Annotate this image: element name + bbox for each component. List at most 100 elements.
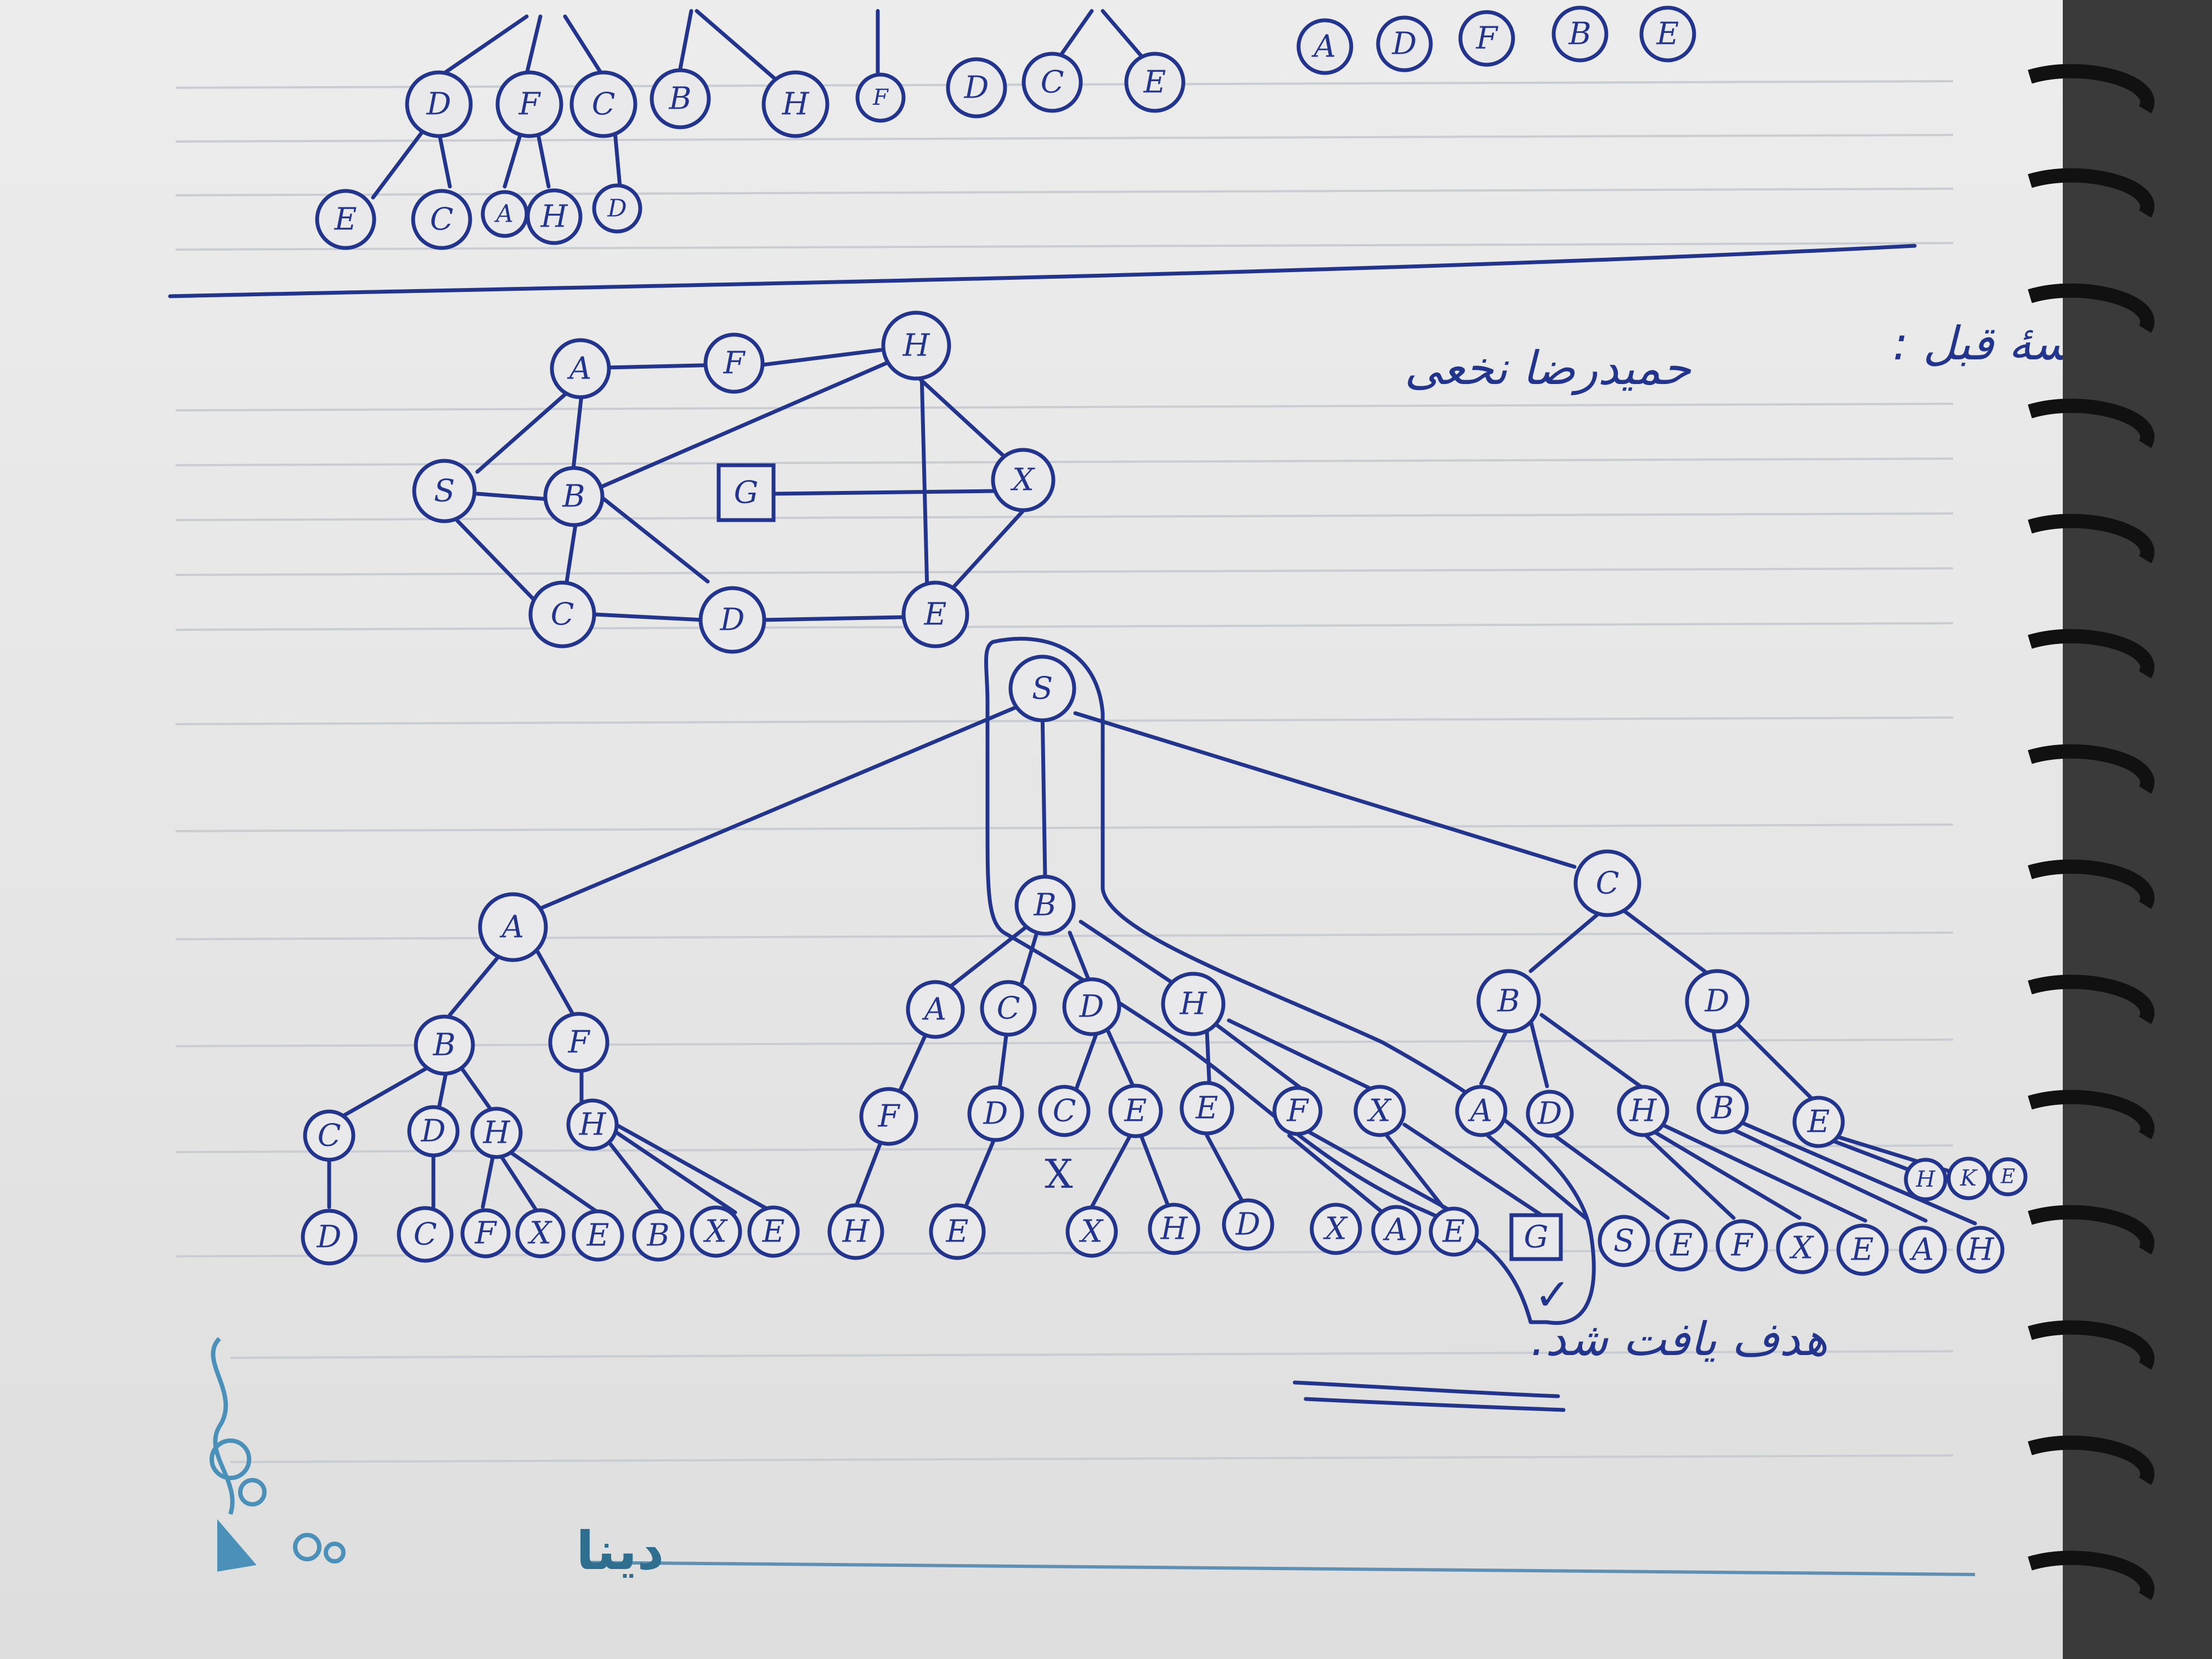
tree-node: H (1617, 1085, 1669, 1137)
top-row-node: E (1639, 5, 1696, 63)
svg-text:A: A (567, 351, 591, 387)
tree-leaf: K (1946, 1156, 1990, 1200)
svg-text:C: C (997, 991, 1020, 1026)
svg-text:D: D (964, 70, 989, 106)
top-row-node: D (1376, 15, 1433, 72)
svg-text:S: S (1032, 671, 1053, 707)
top-partial-tree: D F C B H F D C E A D F B E E C A H D (315, 5, 1696, 250)
svg-text:C: C (551, 597, 574, 633)
svg-text:H: H (842, 1214, 870, 1250)
graph-node-c: C (528, 580, 596, 648)
svg-text:B: B (1497, 984, 1520, 1019)
svg-text:E: E (2000, 1166, 2015, 1188)
tree-leaf: S (1598, 1215, 1650, 1267)
svg-text:H: H (1629, 1093, 1657, 1129)
top-row-node: A (1296, 18, 1353, 75)
tree-leaf: D (301, 1209, 358, 1266)
svg-text:F: F (878, 1099, 901, 1135)
svg-text:D: D (317, 1220, 342, 1255)
svg-text:H: H (782, 87, 810, 122)
tree-node-b: B (1014, 874, 1076, 936)
top-row-node: F (1458, 10, 1515, 67)
section-divider (168, 244, 1917, 298)
tree-leaf: C (397, 1206, 454, 1263)
graph-node-s: S (412, 459, 477, 523)
top-row-node: B (1551, 5, 1609, 63)
tree-leaf: E (1836, 1223, 1889, 1276)
top-row-node: H (761, 70, 830, 138)
tree-leaf: F (1716, 1219, 1768, 1272)
tree-node-c: C (1573, 849, 1641, 917)
svg-text:K: K (1960, 1166, 1978, 1191)
tree-leaf: E (1988, 1157, 2028, 1197)
graph-node-e: E (901, 580, 969, 648)
svg-text:C: C (1041, 65, 1064, 100)
svg-text:H: H (540, 199, 568, 235)
tree-node: C (303, 1109, 356, 1162)
svg-text:H: H (902, 328, 930, 364)
svg-text:B: B (646, 1218, 669, 1254)
tree-node: F (859, 1087, 918, 1146)
top-row-node: C (1022, 52, 1083, 113)
svg-text:F: F (475, 1216, 498, 1251)
tree-node: H (566, 1098, 619, 1151)
svg-text:B: B (668, 81, 691, 117)
top-row-node: E (315, 189, 376, 250)
svg-text:A: A (1311, 29, 1336, 65)
underline (1304, 1397, 1566, 1412)
svg-text:H: H (483, 1115, 511, 1151)
tree-leaf-g-goal: G (1509, 1213, 1563, 1261)
top-row-node: F (495, 70, 563, 138)
svg-text:B: B (562, 479, 585, 515)
tree-node: D (1062, 977, 1121, 1036)
svg-text:E: E (1851, 1232, 1874, 1268)
tree-leaf: E (572, 1209, 624, 1262)
tree-leaf: E (929, 1203, 986, 1260)
graph-node-g-goal: G (716, 463, 776, 522)
svg-text:D: D (1392, 26, 1417, 62)
tree-node: B (1696, 1082, 1749, 1135)
svg-text:F: F (1286, 1093, 1310, 1129)
tree-leaf: X (1776, 1222, 1829, 1274)
tree-leaf: A (1371, 1205, 1421, 1255)
notebook-ornament (210, 1337, 346, 1572)
top-row-node: D (405, 70, 473, 138)
tree-node: D (407, 1105, 460, 1158)
top-row-node: F (855, 72, 906, 123)
svg-text:D: D (607, 195, 627, 223)
svg-text:A: A (1909, 1232, 1934, 1268)
tree-leaf: E (1655, 1219, 1708, 1272)
svg-text:E: E (946, 1214, 969, 1250)
tree-leaf: A (1899, 1226, 1947, 1274)
svg-text:S: S (434, 473, 455, 509)
svg-text:C: C (318, 1118, 341, 1154)
tree-node: D (1526, 1090, 1574, 1138)
svg-text:D: D (1079, 989, 1104, 1025)
svg-text:G: G (734, 475, 759, 511)
tree-root-s: S (1008, 654, 1076, 723)
svg-text:S: S (1613, 1223, 1634, 1259)
tree-node: A (1455, 1085, 1508, 1137)
top-row-node: B (650, 68, 711, 129)
tree-leaf: F (460, 1208, 511, 1259)
tree-leaf: X (690, 1205, 742, 1258)
svg-text:E: E (1442, 1214, 1465, 1250)
svg-text:H: H (1967, 1232, 1995, 1268)
svg-text:E: E (1807, 1104, 1830, 1140)
graph-node-d: D (698, 586, 766, 654)
top-row-node: E (1124, 52, 1186, 113)
svg-text:F: F (1476, 21, 1499, 57)
state-graph: S A F H B G X C D E (412, 311, 1056, 654)
svg-text:D: D (1537, 1096, 1562, 1132)
svg-text:B: B (432, 1028, 455, 1063)
tree-leaf: H (1904, 1158, 1948, 1201)
tree-leaf: X (515, 1208, 566, 1259)
tree-node: C (980, 980, 1037, 1037)
check-mark-icon: ✓ (1534, 1269, 1571, 1321)
tree-leaf: H (827, 1203, 884, 1260)
tree-node: E (1108, 1084, 1163, 1138)
svg-text:C: C (414, 1217, 437, 1252)
svg-text:E: E (1124, 1093, 1147, 1129)
tree-node: B (414, 1014, 475, 1076)
